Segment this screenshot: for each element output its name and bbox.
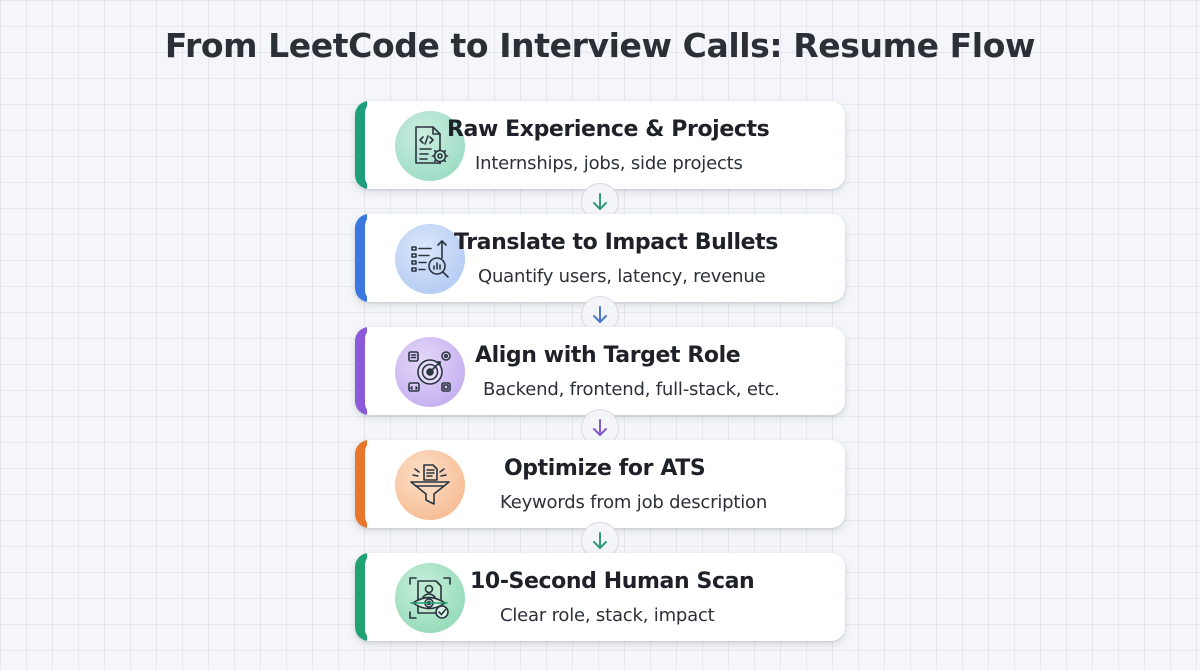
step-accent-bar xyxy=(355,214,367,302)
flow-step-impact-bullets: Translate to Impact Bullets Quantify use… xyxy=(355,214,845,302)
step-title: Optimize for ATS xyxy=(504,456,706,481)
step-subtitle: Backend, frontend, full-stack, etc. xyxy=(483,379,780,400)
step-title: Translate to Impact Bullets xyxy=(454,230,778,255)
arrow-down-icon xyxy=(593,532,607,549)
step-card: Optimize for ATS Keywords from job descr… xyxy=(365,440,845,528)
step-accent-bar xyxy=(355,553,367,641)
step-subtitle: Clear role, stack, impact xyxy=(500,605,715,626)
step-accent-bar xyxy=(355,327,367,415)
flow-step-optimize-ats: Optimize for ATS Keywords from job descr… xyxy=(355,440,845,528)
list-chart-magnifier-icon xyxy=(395,224,465,294)
arrow-down-icon xyxy=(593,306,607,323)
page-title: From LeetCode to Interview Calls: Resume… xyxy=(164,26,1036,65)
step-title: Raw Experience & Projects xyxy=(447,117,770,142)
step-accent-bar xyxy=(355,440,367,528)
step-subtitle: Keywords from job description xyxy=(500,492,768,513)
step-title: 10-Second Human Scan xyxy=(470,569,755,594)
step-card: Translate to Impact Bullets Quantify use… xyxy=(365,214,845,302)
flow-step-align-role: Align with Target Role Backend, frontend… xyxy=(355,327,845,415)
flow-step-human-scan: 10-Second Human Scan Clear role, stack, … xyxy=(355,553,845,641)
resume-flow-diagram: Raw Experience & Projects Internships, j… xyxy=(355,0,845,670)
target-roles-icon xyxy=(395,337,465,407)
arrow-down-icon xyxy=(593,193,607,210)
step-card: Align with Target Role Backend, frontend… xyxy=(365,327,845,415)
step-card: 10-Second Human Scan Clear role, stack, … xyxy=(365,553,845,641)
step-title: Align with Target Role xyxy=(475,343,741,368)
flow-step-raw-experience: Raw Experience & Projects Internships, j… xyxy=(355,101,845,189)
resume-eye-scan-icon xyxy=(395,563,465,633)
step-subtitle: Internships, jobs, side projects xyxy=(475,153,743,174)
code-document-gear-icon xyxy=(395,111,465,181)
step-accent-bar xyxy=(355,101,367,189)
step-subtitle: Quantify users, latency, revenue xyxy=(478,266,766,287)
arrow-down-icon xyxy=(593,419,607,436)
funnel-filter-icon xyxy=(395,450,465,520)
step-card: Raw Experience & Projects Internships, j… xyxy=(365,101,845,189)
